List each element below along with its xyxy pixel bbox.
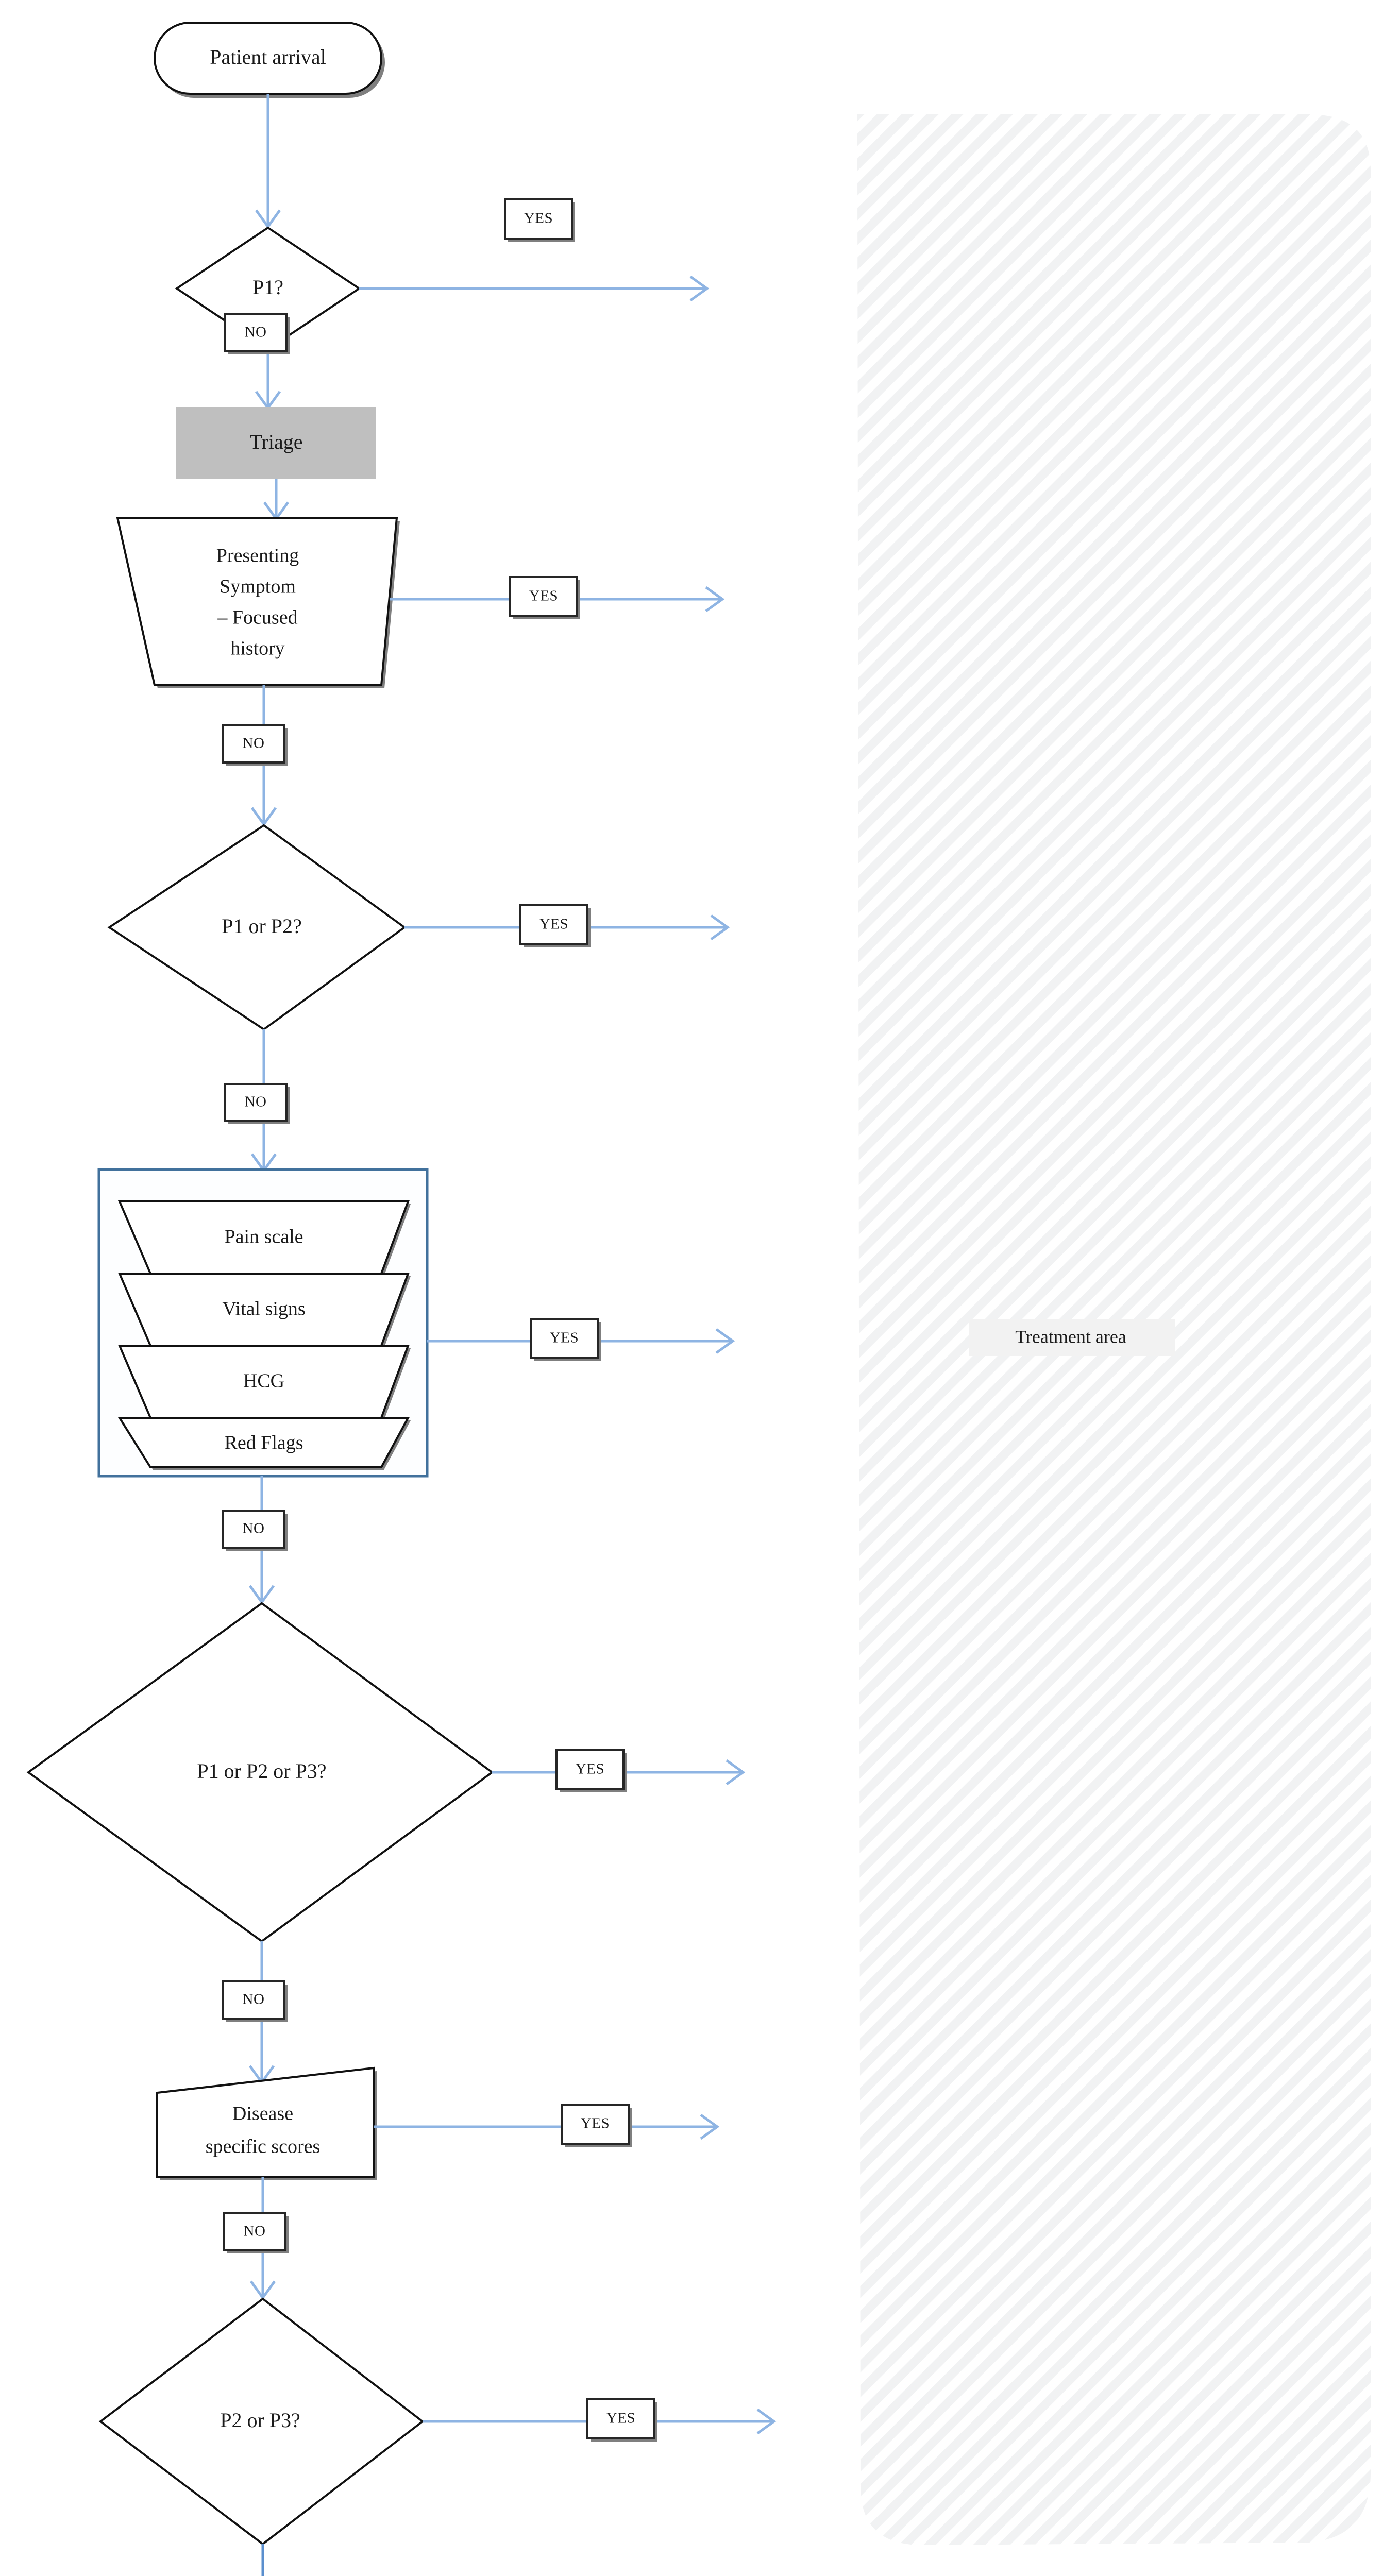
- presenting-yes-label: YES: [529, 588, 558, 604]
- p1-or-p2-label: P1 or P2?: [222, 914, 302, 938]
- pain-scale-label: Pain scale: [224, 1226, 303, 1248]
- disease-scores-line-1: Disease: [232, 2103, 293, 2125]
- treatment-area-zone: Treatment area: [857, 114, 1371, 2545]
- edge-assessment-no: NO: [222, 1476, 288, 1605]
- red-flags-label: Red Flags: [224, 1432, 303, 1454]
- p1p2p3-yes-label-box[interactable]: [555, 1749, 625, 1790]
- treatment-area-label: Treatment area: [1015, 1326, 1126, 1347]
- edge-p1p2p3-no: NO: [222, 1941, 288, 2085]
- disease-yes-label-box[interactable]: [561, 2104, 630, 2145]
- edge-disease-yes: YES: [374, 2104, 720, 2147]
- assessment-no-label-box[interactable]: [222, 1510, 285, 1549]
- red-flags-shape: [117, 1417, 410, 1468]
- edge-p1p2p3-yes: YES: [492, 1749, 746, 1792]
- presenting-symptom-line-4: history: [230, 638, 285, 659]
- arrowhead-right: [726, 1759, 746, 1786]
- treatment-area-label-bg: [969, 1319, 1175, 1356]
- disease-no-label: NO: [244, 2223, 266, 2240]
- edge-arrival-to-p1: [255, 94, 281, 229]
- edge-p1-yes: YES: [359, 198, 710, 302]
- disease-yes-label: YES: [581, 2115, 610, 2132]
- node-patient-arrival[interactable]: Patient arrival: [154, 22, 385, 98]
- disease-scores-shape: [156, 2066, 375, 2178]
- triage-shape: [176, 407, 376, 479]
- arrowhead-right: [756, 2408, 777, 2435]
- disease-scores-line-2: specific scores: [206, 2136, 321, 2158]
- p1p2p3-no-label: NO: [243, 1991, 265, 2008]
- presenting-symptom-line-2: Symptom: [220, 576, 296, 598]
- presenting-no-label-box[interactable]: [222, 724, 285, 764]
- p1p2-no-label: NO: [245, 1094, 267, 1110]
- assessment-yes-label-box[interactable]: [530, 1318, 599, 1359]
- p1-no-label-box[interactable]: [224, 313, 288, 352]
- edge-p1-no: NO: [224, 313, 290, 411]
- patient-arrival-label: Patient arrival: [210, 45, 326, 69]
- edge-p1p2-yes: YES: [404, 904, 730, 947]
- node-presenting-symptom[interactable]: Presenting Symptom – Focused history: [116, 517, 400, 688]
- p1-no-label: NO: [245, 324, 267, 341]
- node-hcg[interactable]: HCG: [117, 1345, 411, 1420]
- edge-p1p2-no: NO: [224, 1029, 290, 1173]
- assessment-no-label: NO: [243, 1520, 265, 1537]
- arrowhead-right: [715, 1328, 735, 1354]
- triage-label: Triage: [250, 430, 303, 453]
- arrowhead-right: [710, 914, 730, 941]
- node-p2-or-p3-decision[interactable]: P2 or P3?: [98, 2297, 425, 2546]
- p2p3-yes-label-box[interactable]: [586, 2398, 655, 2439]
- disease-no-label-box[interactable]: [223, 2212, 286, 2251]
- edge-p2p3-yes: YES: [423, 2398, 777, 2442]
- node-triage[interactable]: Triage: [176, 407, 376, 479]
- p1p2-yes-label: YES: [539, 916, 568, 933]
- edge-presenting-no: NO: [222, 685, 288, 827]
- presenting-symptom-line-1: Presenting: [216, 545, 299, 567]
- vital-signs-label: Vital signs: [222, 1298, 305, 1320]
- node-pain-scale[interactable]: Pain scale: [117, 1200, 411, 1276]
- p1p2p3-no-label-box[interactable]: [222, 1980, 285, 2020]
- presenting-yes-label-box[interactable]: [509, 576, 578, 617]
- node-p1-or-p2-decision[interactable]: P1 or P2?: [107, 824, 407, 1031]
- p1-decision-label: P1?: [252, 276, 283, 299]
- edge-presenting-yes: YES: [390, 576, 725, 619]
- assessment-yes-label: YES: [550, 1330, 579, 1346]
- node-assessment-group[interactable]: Pain scale Vital signs HCG Red Flags: [97, 1168, 429, 1478]
- p2-or-p3-label: P2 or P3?: [220, 2409, 300, 2432]
- edge-assessment-yes: YES: [427, 1318, 735, 1361]
- p1p2-yes-label-box[interactable]: [519, 904, 588, 945]
- p2p3-yes-label: YES: [606, 2410, 635, 2427]
- edge-p2p3-no: NO: [261, 2544, 264, 2576]
- presenting-symptom-line-3: – Focused: [217, 607, 297, 629]
- arrowhead-right: [700, 2113, 720, 2140]
- p1p2-no-label-box[interactable]: [224, 1083, 288, 1122]
- edge-disease-no: NO: [223, 2177, 289, 2300]
- node-disease-scores[interactable]: Disease specific scores: [156, 2066, 377, 2180]
- arrowhead-right: [705, 586, 725, 613]
- p1-yes-label-box[interactable]: [504, 198, 573, 240]
- edge-triage-to-presenting: [263, 479, 290, 521]
- p1p2p3-yes-label: YES: [576, 1761, 604, 1777]
- presenting-symptom-shape: [116, 517, 398, 686]
- node-p1-p2-p3-decision[interactable]: P1 or P2 or P3?: [26, 1602, 494, 1943]
- arrowhead-right: [689, 275, 710, 302]
- p1-p2-p3-label: P1 or P2 or P3?: [197, 1759, 326, 1783]
- node-vital-signs[interactable]: Vital signs: [117, 1273, 411, 1348]
- node-red-flags[interactable]: Red Flags: [117, 1417, 411, 1470]
- hcg-label: HCG: [243, 1370, 284, 1392]
- presenting-no-label: NO: [243, 735, 265, 752]
- p1-yes-label: YES: [524, 210, 553, 227]
